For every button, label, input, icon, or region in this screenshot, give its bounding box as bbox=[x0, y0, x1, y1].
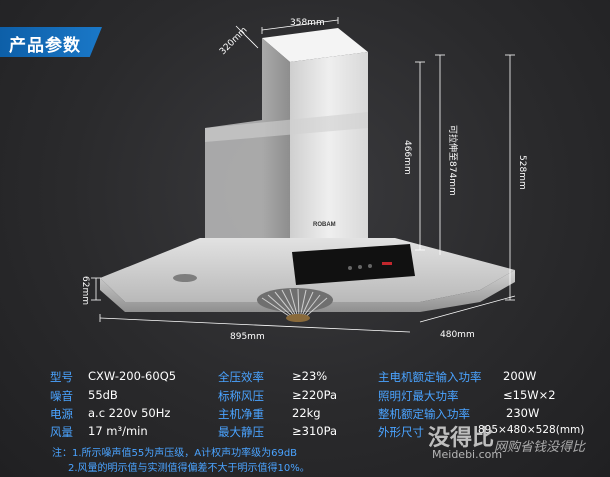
dim-hood-thickness: 62mm bbox=[80, 276, 90, 305]
dim-total-height: 528mm bbox=[517, 155, 527, 190]
spec-label: 型号 bbox=[50, 370, 73, 384]
spec-label: 标称风压 bbox=[218, 389, 264, 403]
spec-label: 风量 bbox=[50, 425, 73, 439]
spec-label: 照明灯最大功率 bbox=[378, 389, 459, 403]
control-knob-2 bbox=[358, 265, 362, 269]
chimney-front bbox=[290, 52, 368, 252]
spec-label: 主电机额定输入功率 bbox=[378, 370, 482, 384]
spec-value: 230W bbox=[506, 406, 540, 420]
fan-grille bbox=[257, 288, 333, 322]
spec-value: a.c 220v 50Hz bbox=[88, 406, 171, 420]
dim-adjustable-height: 可拉伸至874mm bbox=[447, 125, 457, 196]
dim-top-width: 358mm bbox=[290, 18, 325, 28]
spec-value: 22kg bbox=[292, 406, 321, 420]
note-line-2: 2.风量的明示值与实测值得偏差不大于明示值得10%。 bbox=[68, 463, 310, 474]
spec-value: 17 m³/min bbox=[88, 424, 148, 438]
control-knob-3 bbox=[368, 264, 372, 268]
watermark-slogan: 网购省钱没得比 bbox=[494, 440, 586, 455]
dimension-lines bbox=[91, 17, 516, 333]
spec-value: 895×480×528(mm) bbox=[478, 424, 585, 436]
spec-label: 最大静压 bbox=[218, 425, 264, 439]
brand-logo: ROBAM bbox=[313, 222, 336, 228]
note-line-1: 注：1.所示噪声值55为声压级，A计权声功率级为69dB bbox=[52, 448, 298, 459]
spec-value: ≤15W×2 bbox=[503, 388, 556, 402]
spec-label: 主机净重 bbox=[218, 407, 264, 421]
spec-label: 噪音 bbox=[50, 389, 73, 403]
left-light bbox=[173, 274, 197, 282]
control-knob-1 bbox=[348, 266, 352, 270]
spec-label: 全压效率 bbox=[218, 370, 264, 384]
page-title: 产品参数 bbox=[9, 36, 81, 56]
spec-label: 整机额定输入功率 bbox=[378, 407, 470, 421]
chimney-lower-left bbox=[205, 120, 262, 248]
display-indicator bbox=[382, 262, 392, 265]
dim-hood-width: 895mm bbox=[230, 332, 265, 342]
spec-value: 55dB bbox=[88, 388, 118, 402]
spec-value: ≥310Pa bbox=[292, 424, 338, 438]
chimney-band bbox=[205, 112, 368, 142]
dim-hood-depth: 480mm bbox=[440, 330, 475, 340]
chimney-top bbox=[262, 28, 368, 62]
title-banner: 产品参数 bbox=[0, 27, 102, 57]
chimney-left-side bbox=[262, 38, 290, 250]
watermark-main: 没得比 bbox=[428, 426, 495, 451]
control-panel bbox=[292, 244, 415, 285]
spec-value: ≥23% bbox=[292, 369, 328, 383]
watermark-sub: Meidebi.com bbox=[432, 448, 503, 461]
dim-chimney-height: 466mm bbox=[402, 140, 412, 175]
spec-value: 200W bbox=[503, 369, 537, 383]
spec-value: CXW-200-60Q5 bbox=[88, 369, 177, 383]
spec-label: 外形尺寸 bbox=[378, 425, 424, 439]
spec-value: ≥220Pa bbox=[292, 388, 338, 402]
spec-label: 电源 bbox=[50, 407, 73, 421]
